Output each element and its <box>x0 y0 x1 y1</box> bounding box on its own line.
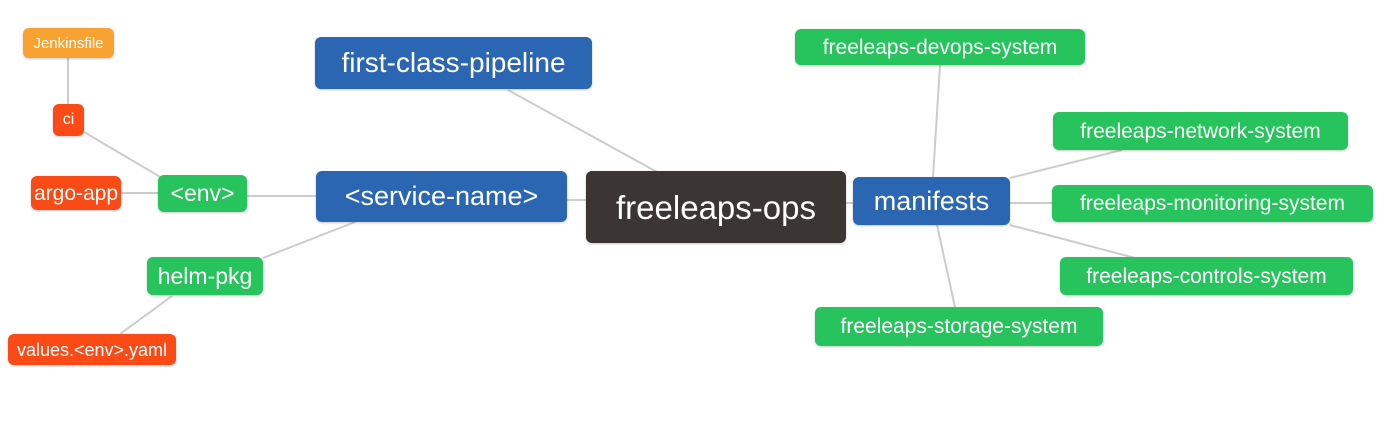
node-freeleaps-network-system[interactable]: freeleaps-network-system <box>1053 112 1348 150</box>
node-values-env-yaml[interactable]: values.<env>.yaml <box>8 334 176 365</box>
node-freeleaps-storage-system[interactable]: freeleaps-storage-system <box>815 307 1103 346</box>
node-freeleaps-controls-system[interactable]: freeleaps-controls-system <box>1060 257 1353 295</box>
edge-pipeline-freeleaps-ops <box>507 89 658 173</box>
node-first-class-pipeline[interactable]: first-class-pipeline <box>315 37 592 89</box>
edge-values-helm-pkg <box>119 295 173 335</box>
node-manifests[interactable]: manifests <box>853 177 1010 225</box>
edge-devops-manifests <box>932 64 941 178</box>
edge-ci-env <box>83 131 163 179</box>
edge-helm-pkg-service-name <box>262 221 356 259</box>
node-jenkinsfile[interactable]: Jenkinsfile <box>23 28 114 58</box>
node-freeleaps-monitoring-system[interactable]: freeleaps-monitoring-system <box>1052 185 1373 222</box>
node-env[interactable]: <env> <box>158 175 247 212</box>
node-service-name[interactable]: <service-name> <box>316 171 567 222</box>
node-ci[interactable]: ci <box>53 104 84 136</box>
node-freeleaps-ops[interactable]: freeleaps-ops <box>586 171 846 243</box>
node-argo-app[interactable]: argo-app <box>31 176 121 210</box>
edge-manifests-storage <box>936 224 956 308</box>
edge-manifests-network <box>1009 149 1123 179</box>
edge-manifests-controls <box>1009 224 1136 259</box>
node-helm-pkg[interactable]: helm-pkg <box>147 257 263 295</box>
node-freeleaps-devops-system[interactable]: freeleaps-devops-system <box>795 29 1085 65</box>
